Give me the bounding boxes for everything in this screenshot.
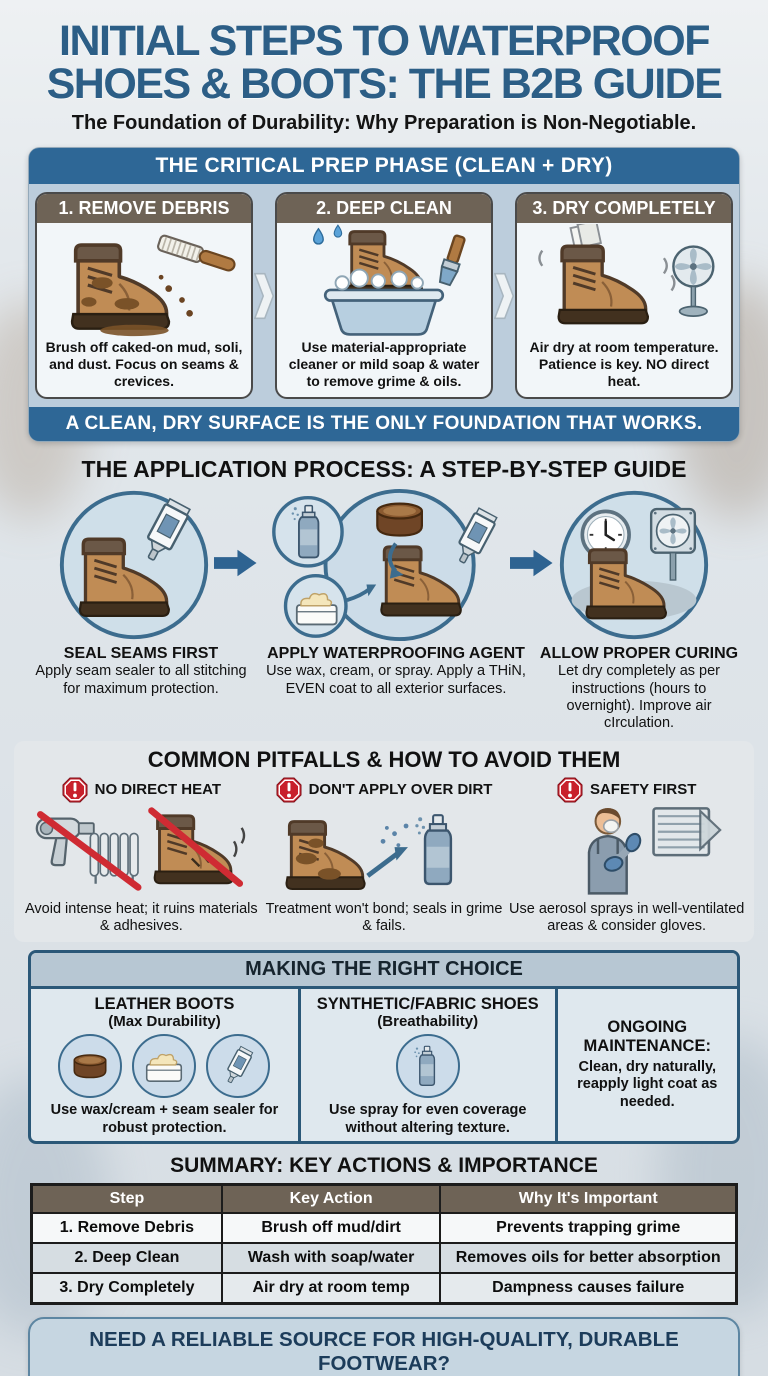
prep-step-card-deep-clean: 2. DEEP CLEAN <box>275 192 493 400</box>
pitfall-caption: Treatment won't bond; seals in grime & f… <box>265 900 503 935</box>
chevron-right-icon <box>493 192 515 399</box>
prep-step-caption: Brush off caked-on mud, soli, and dust. … <box>45 339 243 390</box>
choice-column-maintenance: ONGOING MAINTENANCE: Clean, dry naturall… <box>558 989 737 1141</box>
pitfall-caption: Avoid intense heat; it ruins materials &… <box>25 900 258 935</box>
prep-phase-header: THE CRITICAL PREP PHASE (CLEAN + DRY) <box>29 148 739 184</box>
spray-on-dirty-boot-icon <box>284 813 453 891</box>
application-step-caption: Apply seam sealer to all stitching for m… <box>35 663 247 697</box>
arrow-right-icon <box>508 547 556 584</box>
page-subtitle: The Foundation of Durability: Why Prepar… <box>71 112 697 134</box>
prep-step-caption: Air dry at room temperature. Patience is… <box>529 339 719 390</box>
pitfalls-header: COMMON PITFALLS & HOW TO AVOID THEM <box>147 746 621 772</box>
pitfall-dont-apply-over-dirt: DON'T APPLY OVER DIRT <box>263 777 506 936</box>
pitfall-caption: Use aerosol sprays in well-ventilated ar… <box>509 900 745 935</box>
page-title-line2: SHOES & BOOTS: THE B2B GUIDE <box>46 60 723 108</box>
application-step-title: APPLY WATERPROOFING AGENT <box>267 645 525 663</box>
table-row: 1. Remove Debris Brush off mud/dirt Prev… <box>30 1211 738 1244</box>
prep-banner: A CLEAN, DRY SURFACE IS THE ONLY FOUNDAT… <box>29 407 739 442</box>
summary-table: Step Key Action Why It's Important 1. Re… <box>30 1182 738 1305</box>
prep-step-title: 3. DRY COMPLETELY <box>517 194 731 223</box>
pitfalls-panel: COMMON PITFALLS & HOW TO AVOID THEM NO D… <box>14 740 754 942</box>
stop-exclamation-icon <box>557 777 583 803</box>
table-cell: Air dry at room temp <box>220 1271 442 1305</box>
stop-exclamation-icon <box>276 777 302 803</box>
boot-seam-sealer-icon <box>59 491 209 640</box>
choice-column-leather: LEATHER BOOTS (Max Durability) Use wax/c… <box>31 988 301 1141</box>
table-cell: 1. Remove Debris <box>30 1211 223 1244</box>
application-step-title: ALLOW PROPER CURING <box>539 645 739 663</box>
summary-col-step: Step <box>30 1183 223 1214</box>
pitfall-label: DON'T APPLY OVER DIRT <box>308 781 493 799</box>
application-step-seal-seams: SEAL SEAMS FIRST Apply seam sealer to al… <box>24 645 258 733</box>
application-step-caption: Use wax, cream, or spray. Apply a THiN, … <box>266 663 526 697</box>
choice-column-caption: Use wax/cream + seam sealer for robust p… <box>50 1102 279 1136</box>
prep-phase-panel: THE CRITICAL PREP PHASE (CLEAN + DRY) 1.… <box>28 147 740 443</box>
choice-column-caption: Use spray for even coverage without alte… <box>328 1102 527 1136</box>
prep-step-card-remove-debris: 1. REMOVE DEBRIS Brush <box>35 192 253 400</box>
application-step-title: SEAL SEAMS FIRST <box>63 645 219 663</box>
page-title-line1: INITIAL STEPS TO WATERPROOF <box>59 17 710 65</box>
choice-column-title: ONGOING MAINTENANCE: <box>583 1018 711 1055</box>
table-cell: 2. Deep Clean <box>30 1241 223 1274</box>
choice-columns: LEATHER BOOTS (Max Durability) Use wax/c… <box>31 988 737 1141</box>
muddy-boot-and-brush-icon <box>70 233 238 337</box>
choice-column-title: SYNTHETIC/FABRIC SHOES <box>316 994 539 1013</box>
wax-cream-spray-to-boot-icon <box>272 489 500 642</box>
wax-tin-icon <box>58 1034 123 1099</box>
prep-step-caption: Use material-appropriate cleaner or mild… <box>288 339 480 390</box>
spray-can-icon <box>395 1034 460 1099</box>
masked-worker-ventilation-icon <box>513 803 722 895</box>
summary-header: SUMMARY: KEY ACTIONS & IMPORTANCE <box>170 1153 598 1177</box>
pitfall-no-direct-heat: NO DIRECT HEAT Avoid inten <box>20 777 263 936</box>
table-cell: Brush off mud/dirt <box>220 1211 442 1244</box>
pitfall-safety-first: SAFETY FIRST Use aerosol sprays in well-… <box>505 777 748 936</box>
stop-exclamation-icon <box>62 777 88 803</box>
prep-steps-row: 1. REMOVE DEBRIS Brush <box>29 184 739 407</box>
cream-jar-icon <box>132 1034 197 1099</box>
choice-panel: MAKING THE RIGHT CHOICE LEATHER BOOTS (M… <box>28 949 740 1144</box>
prep-step-card-dry-completely: 3. DRY COMPLETELY Air dry at room <box>515 192 733 400</box>
boot-air-dry-fan-icon <box>538 224 716 325</box>
hair-dryer-radiator-crossed-icon <box>35 807 246 891</box>
table-cell: Prevents trapping grime <box>439 1211 738 1244</box>
table-row: 2. Deep Clean Wash with soap/water Remov… <box>30 1241 738 1274</box>
choice-column-caption: Clean, dry naturally, reapply light coat… <box>577 1058 718 1110</box>
choice-column-title: LEATHER BOOTS <box>94 994 235 1013</box>
application-step-caption: Let dry completely as per instructions (… <box>558 663 720 732</box>
pitfalls-row: NO DIRECT HEAT Avoid inten <box>20 777 748 936</box>
choice-column-subtitle: (Max Durability) <box>108 1012 221 1030</box>
application-captions-row: SEAL SEAMS FIRST Apply seam sealer to al… <box>24 645 744 733</box>
table-cell: Removes oils for better absorption <box>439 1241 738 1274</box>
table-cell: Wash with soap/water <box>220 1241 442 1274</box>
choice-column-synthetic: SYNTHETIC/FABRIC SHOES (Breathability) U… <box>301 988 558 1141</box>
prep-step-title: 2. DEEP CLEAN <box>277 194 491 223</box>
table-cell: Dampness causes failure <box>439 1271 738 1305</box>
prep-step-title: 1. REMOVE DEBRIS <box>37 194 251 223</box>
arrow-right-icon <box>212 547 260 584</box>
application-step-curing: ALLOW PROPER CURING Let dry completely a… <box>534 645 744 733</box>
choice-column-subtitle: (Breathability) <box>377 1012 479 1030</box>
table-cell: 3. Dry Completely <box>30 1271 223 1305</box>
summary-table-header-row: Step Key Action Why It's Important <box>30 1183 738 1214</box>
summary-col-key-action: Key Action <box>220 1183 442 1214</box>
table-row: 3. Dry Completely Air dry at room temp D… <box>30 1271 738 1305</box>
summary-col-why: Why It's Important <box>439 1183 738 1214</box>
footer-headline: NEED A RELIABLE SOURCE FOR HIGH-QUALITY,… <box>89 1327 679 1375</box>
application-header: THE APPLICATION PROCESS: A STEP-BY-STEP … <box>81 456 687 483</box>
pitfall-label: NO DIRECT HEAT <box>94 781 222 799</box>
chevron-right-icon <box>253 192 275 399</box>
sealer-tube-icon <box>206 1034 271 1099</box>
boot-in-wash-basin-icon <box>312 224 466 336</box>
page-title: INITIAL STEPS TO WATERPROOF SHOES & BOOT… <box>0 20 768 106</box>
application-step-apply-agent: APPLY WATERPROOFING AGENT Use wax, cream… <box>258 645 534 733</box>
boot-clock-fan-icon <box>559 491 709 640</box>
application-illustrations-row <box>0 487 768 643</box>
footer-cta-panel: NEED A RELIABLE SOURCE FOR HIGH-QUALITY,… <box>28 1316 740 1376</box>
choice-header: MAKING THE RIGHT CHOICE <box>31 952 737 989</box>
pitfall-label: SAFETY FIRST <box>589 781 697 799</box>
